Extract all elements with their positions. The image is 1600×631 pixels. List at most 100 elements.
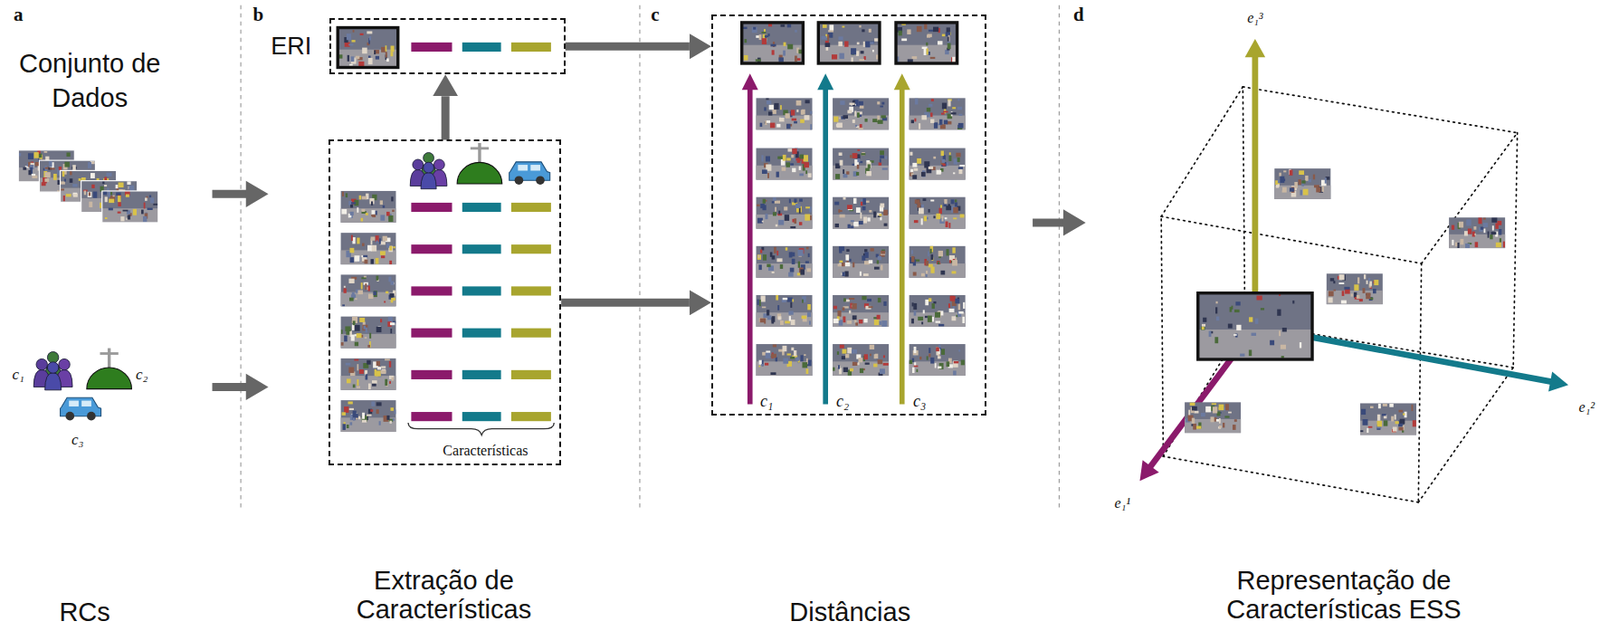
- photo-detail: [858, 25, 861, 28]
- photo-detail: [1491, 218, 1497, 223]
- photo-street: [832, 115, 889, 131]
- photo-detail: [763, 318, 766, 324]
- photo-detail: [354, 255, 361, 262]
- photo-detail: [125, 194, 130, 198]
- photo-thumbnail: [742, 22, 804, 64]
- photo-detail: [123, 209, 129, 212]
- distance-axis-shaft: [899, 88, 905, 404]
- photo-detail: [361, 47, 368, 55]
- feature-bar: [462, 244, 502, 254]
- photo-detail: [19, 152, 21, 157]
- photo-detail: [1228, 411, 1232, 414]
- car-wheel: [514, 175, 524, 185]
- photo-detail: [793, 121, 798, 124]
- photo-detail: [102, 180, 105, 184]
- feature-bar: [410, 244, 452, 254]
- photo-detail: [115, 192, 122, 196]
- photo-detail: [1460, 238, 1465, 245]
- photo-detail: [371, 245, 377, 252]
- photo-detail: [949, 152, 952, 155]
- photo-detail: [1276, 309, 1281, 316]
- photo-detail: [861, 295, 867, 300]
- photo-detail: [104, 196, 108, 202]
- distance-axis: [742, 73, 759, 404]
- photo-detail: [352, 320, 356, 325]
- photo-ground: [341, 232, 397, 265]
- photo-detail: [1483, 218, 1486, 220]
- photo-detail: [1210, 416, 1215, 422]
- photo-detail: [141, 209, 144, 215]
- photo-detail: [878, 161, 882, 165]
- photo-detail: [928, 51, 931, 56]
- photo-detail: [849, 258, 852, 262]
- photo-detail: [925, 260, 929, 267]
- photo-detail: [1339, 274, 1345, 280]
- photo-detail: [1464, 230, 1468, 236]
- photo-detail: [359, 369, 364, 374]
- photo-detail: [356, 379, 359, 386]
- photo-detail: [961, 360, 965, 366]
- photo-street: [832, 263, 889, 278]
- photo-detail: [930, 57, 936, 59]
- photo-thumbnail: [1274, 168, 1331, 200]
- photo-detail: [1282, 327, 1287, 333]
- photo-frame: [102, 190, 159, 223]
- photo-detail: [844, 40, 848, 47]
- photo-detail: [390, 196, 393, 201]
- photo-detail: [861, 152, 867, 155]
- photo-detail: [773, 247, 777, 254]
- feature-bar: [511, 370, 552, 380]
- photo-detail: [921, 321, 924, 324]
- photo-detail: [1483, 222, 1488, 228]
- photo-detail: [344, 325, 351, 332]
- photo-detail: [373, 49, 380, 54]
- feature-bar: [410, 42, 452, 52]
- hill-dome: [457, 161, 503, 184]
- photo-thumbnail: [909, 246, 966, 278]
- photo-detail: [879, 150, 885, 155]
- photo-detail: [69, 178, 74, 183]
- photo-detail: [60, 188, 65, 191]
- photo-detail: [783, 206, 788, 210]
- photo-detail: [883, 354, 886, 358]
- photo-detail: [933, 122, 938, 129]
- photo-detail: [772, 211, 777, 216]
- caption-label: c₃: [71, 431, 84, 449]
- photo-detail: [852, 119, 856, 124]
- photo-detail: [843, 297, 847, 302]
- photo-ground: [909, 97, 966, 130]
- caption-label: Distâncias: [789, 598, 911, 628]
- photo-detail: [847, 110, 852, 115]
- photo-detail: [822, 24, 828, 29]
- photo-detail: [142, 216, 147, 223]
- photo-detail: [926, 34, 931, 38]
- photo-detail: [917, 316, 924, 321]
- photo-detail: [911, 318, 915, 324]
- photo-detail: [846, 248, 849, 252]
- photo-detail: [787, 296, 793, 302]
- photo-detail: [948, 303, 951, 308]
- photo-detail: [833, 305, 838, 310]
- photo-detail: [916, 26, 923, 32]
- distance-axis-head: [742, 73, 759, 90]
- photo-detail: [876, 212, 882, 216]
- photo-detail: [906, 28, 911, 35]
- photo-detail: [809, 123, 812, 130]
- photo-detail: [928, 264, 934, 268]
- photo-detail: [742, 27, 748, 29]
- photo-frame: [818, 22, 880, 64]
- photo-detail: [958, 114, 962, 116]
- photo-detail: [350, 421, 353, 425]
- photo-detail: [921, 273, 925, 277]
- photo-street: [756, 263, 813, 278]
- car-body: [60, 397, 102, 416]
- photo-frame: [895, 22, 958, 64]
- photo-detail: [1216, 315, 1220, 321]
- photo-detail: [1402, 422, 1405, 425]
- photo-detail: [371, 200, 373, 206]
- photo-detail: [930, 266, 934, 274]
- photo-detail: [371, 258, 374, 264]
- photo-detail: [958, 303, 961, 310]
- photo-detail: [914, 346, 917, 353]
- photo-detail: [835, 223, 839, 228]
